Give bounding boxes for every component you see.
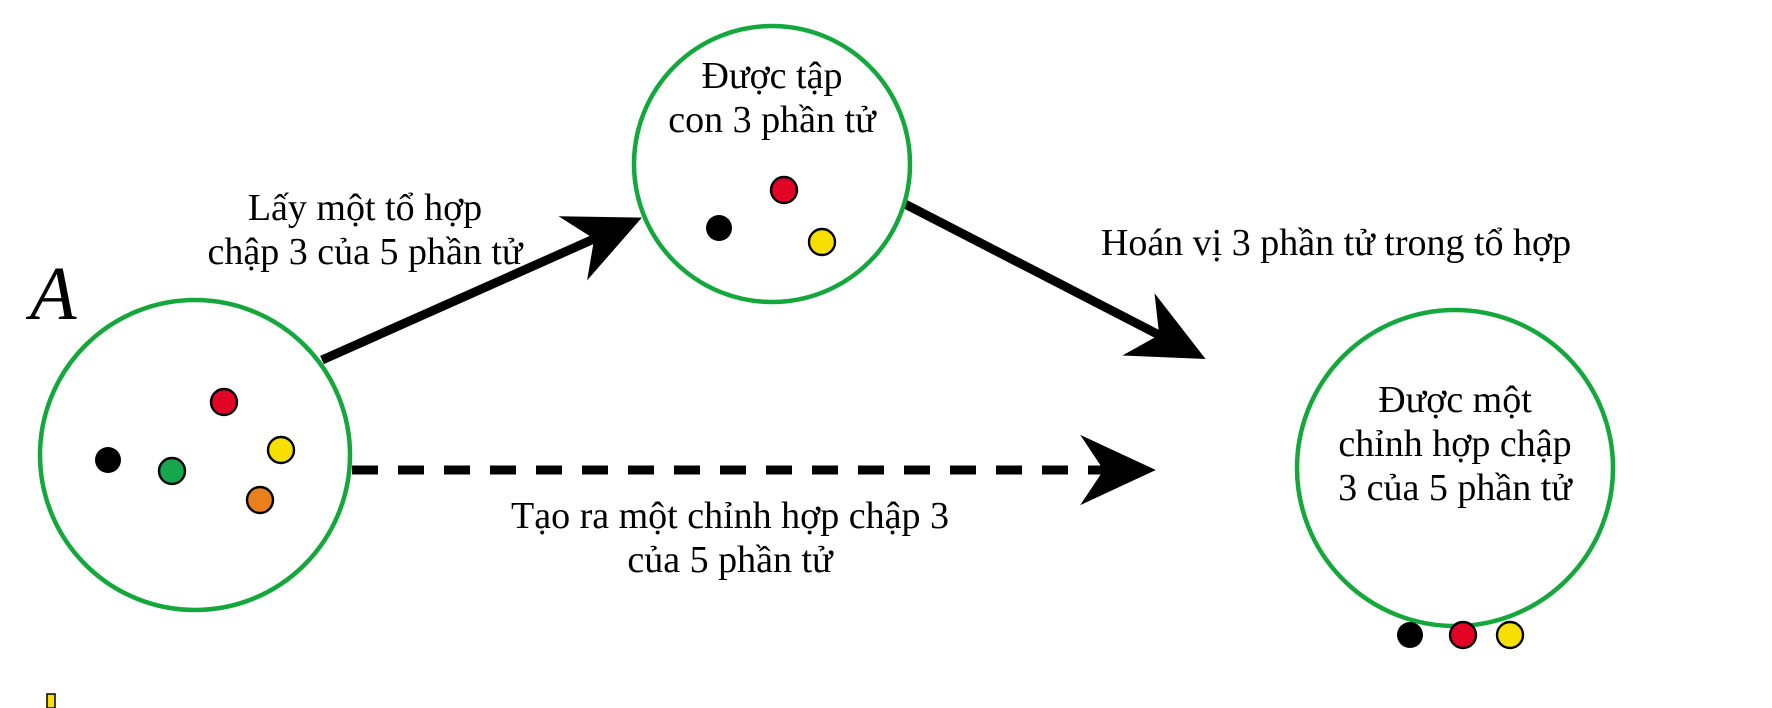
- element-dot-yellow: [266, 435, 296, 465]
- element-dot-red: [769, 175, 799, 205]
- caption-line: chỉnh hợp chập: [1338, 423, 1572, 466]
- label-line: Lấy một tổ hợp: [247, 187, 483, 229]
- artifact-layer: [46, 693, 56, 708]
- caption-line: 3 của 5 phần tử: [1338, 467, 1572, 510]
- yellow-sliver: [46, 693, 56, 708]
- label-line: Hoán vị 3 phần tử trong tổ hợp: [1100, 222, 1572, 264]
- set-circle-subset-3-elements: [631, 23, 913, 305]
- label-line: chập 3 của 5 phần tử: [207, 231, 523, 274]
- element-dot-black: [706, 215, 732, 241]
- element-dot-yellow: [1495, 620, 1525, 650]
- set-label-set-a: A: [30, 252, 77, 336]
- arrows-layer: [320, 198, 1206, 506]
- label-permute-in-combination: Hoán vị 3 phần tử trong tổ hợp: [1056, 221, 1616, 265]
- caption-line: Được một: [1378, 379, 1532, 421]
- element-dot-red: [1448, 620, 1478, 650]
- label-line: Tạo ra một chỉnh hợp chập 3: [511, 495, 949, 537]
- element-dot-black: [1397, 622, 1423, 648]
- element-dot-black: [95, 447, 121, 473]
- caption-line: con 3 phần tử: [668, 99, 876, 142]
- element-dot-orange: [245, 485, 275, 515]
- label-line: của 5 phần tử: [627, 539, 833, 582]
- element-dot-green: [157, 456, 187, 486]
- set-circle-set-a: [37, 297, 353, 613]
- arrow-permute-elements: [900, 198, 1206, 359]
- caption-line: Được tập: [701, 55, 843, 97]
- element-dots-layer: [95, 175, 1525, 650]
- element-dot-yellow: [807, 227, 837, 257]
- arrow-take-combination: [320, 216, 642, 365]
- element-dot-red: [209, 387, 239, 417]
